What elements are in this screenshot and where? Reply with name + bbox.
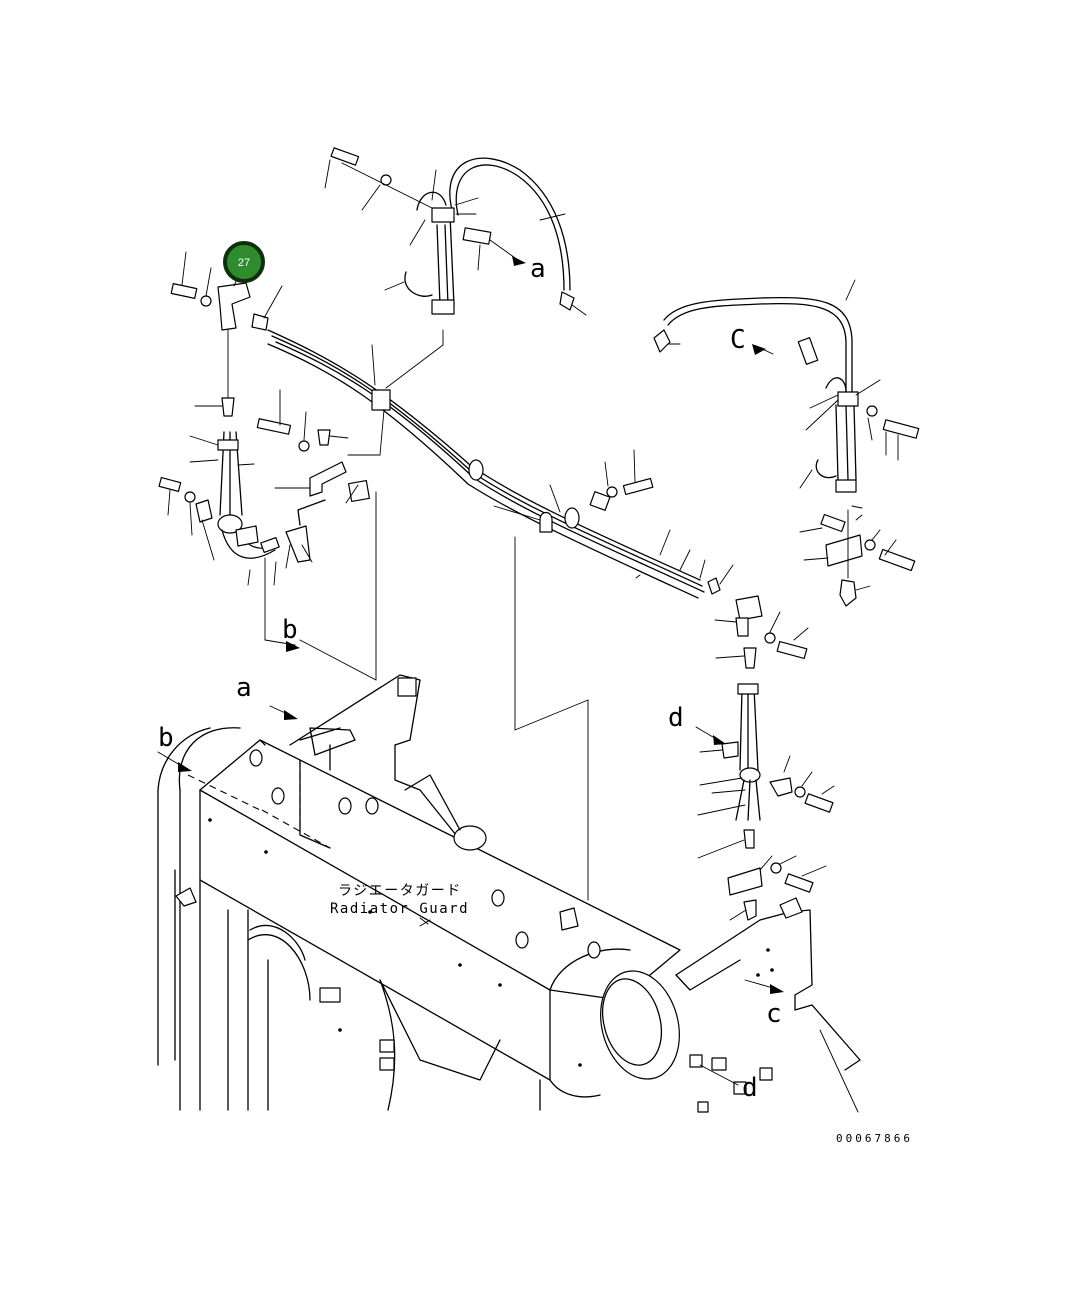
label-b-frame: b	[158, 723, 174, 753]
main-hose-bundle	[267, 329, 734, 599]
label-a-top: a	[530, 254, 546, 284]
annotation-english: Radiator Guard	[330, 901, 469, 917]
left-bracket-assembly	[170, 251, 283, 331]
label-c-top: C	[730, 325, 746, 355]
callout-badge-27[interactable]: 27	[223, 241, 265, 283]
label-d-mid: d	[668, 703, 684, 733]
radiator-guard-annotation: ラジエータガード Radiator Guard	[330, 883, 469, 925]
left-vertical-hoses	[158, 329, 300, 652]
label-d-bottom: d	[742, 1073, 758, 1103]
reference-labels: a C b a b d c d	[157, 254, 784, 1103]
document-number: 00067866	[836, 1132, 913, 1145]
annotation-japanese: ラジエータガード	[338, 883, 462, 899]
label-a-frame: a	[236, 673, 252, 703]
right-vertical-hoses	[695, 595, 835, 921]
center-left-parts	[256, 389, 371, 569]
label-c-bottom: c	[766, 999, 782, 1029]
top-right-assembly	[653, 279, 920, 607]
label-b-mid: b	[282, 615, 298, 645]
radiator-guard-frame	[157, 491, 861, 1113]
callout-number: 27	[238, 257, 250, 269]
top-center-assembly	[324, 147, 587, 316]
